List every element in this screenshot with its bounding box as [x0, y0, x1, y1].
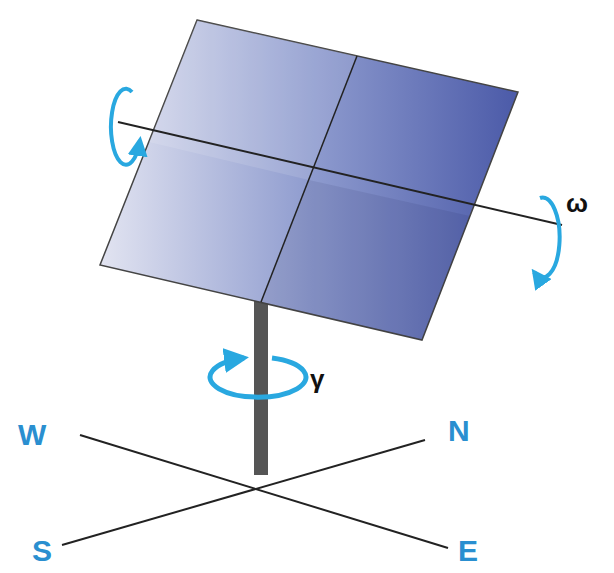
tilt-rotation-arrows	[111, 89, 560, 278]
tilt-angle-symbol: ω	[566, 190, 588, 216]
solar-panel	[100, 20, 518, 340]
azimuth-angle-symbol: γ	[310, 366, 324, 392]
pole	[254, 300, 268, 475]
azimuth-rotation-arrow	[210, 358, 306, 397]
compass-direction: N	[448, 416, 470, 446]
tilt-axis	[118, 122, 562, 225]
compass-direction: E	[458, 536, 478, 566]
compass-direction: S	[32, 536, 52, 566]
compass-direction: W	[18, 420, 46, 450]
